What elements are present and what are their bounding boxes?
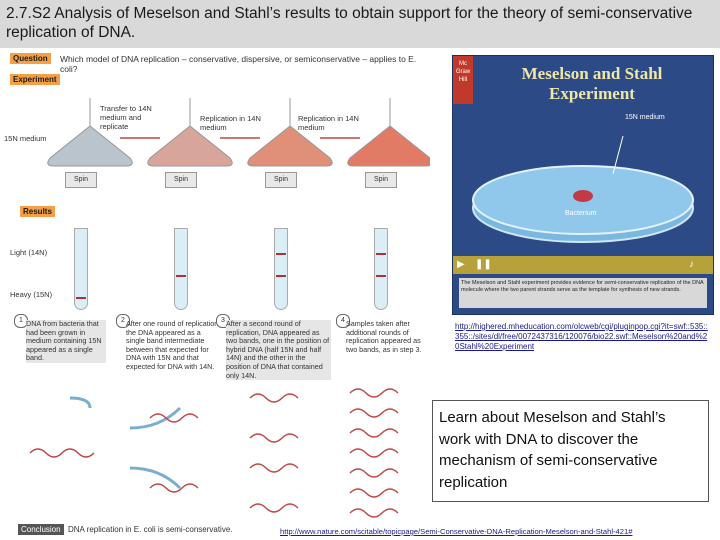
petri-dish xyxy=(472,135,694,243)
animation-link[interactable]: http://highered.mheducation.com/olcweb/c… xyxy=(455,322,708,351)
tube-1 xyxy=(74,228,88,310)
animation-bacterium-label: Bacterium xyxy=(565,210,597,217)
audio-icon[interactable]: ♪ xyxy=(689,259,694,270)
pause-icon[interactable]: ❚❚ xyxy=(475,259,492,270)
step-text-3: After a second round of replication, DNA… xyxy=(226,319,331,381)
animation-title: Meselson and Stahl Experiment xyxy=(521,64,663,103)
animation-controls[interactable]: ▶ ❚❚ ♪ xyxy=(453,256,713,274)
spin-button-3: Spin xyxy=(265,172,297,188)
step-text-1: DNA from bacteria that had been grown in… xyxy=(26,319,106,363)
animation-medium-label: 15N medium xyxy=(625,114,665,121)
conclusion-text: DNA replication in E. coli is semi-conse… xyxy=(68,525,233,534)
light-label: Light (14N) xyxy=(10,248,48,257)
spin-button-2: Spin xyxy=(165,172,197,188)
flask-3 xyxy=(247,98,333,167)
replication-label-2: Replication in 14N medium xyxy=(298,114,359,132)
play-icon[interactable]: ▶ xyxy=(457,259,465,270)
step-number-2: 2 xyxy=(116,314,130,328)
nature-link[interactable]: http://www.nature.com/scitable/topicpage… xyxy=(280,527,633,536)
question-tag: Question xyxy=(10,53,51,64)
replication-label-1: Replication in 14N medium xyxy=(200,114,261,132)
description-text: Learn about Meselson and Stahl’s work wi… xyxy=(439,409,666,491)
slide-title: 2.7.S2 Analysis of Meselson and Stahl’s … xyxy=(6,5,693,41)
tube-4 xyxy=(374,228,388,310)
flask-4 xyxy=(347,98,430,167)
bacterium-icon xyxy=(573,190,593,202)
description-box: Learn about Meselson and Stahl’s work wi… xyxy=(432,400,709,502)
spin-button-1: Spin xyxy=(65,172,97,188)
mcgraw-hill-logo: Mc Graw Hill xyxy=(453,56,473,104)
dna-helices xyxy=(29,388,399,518)
conclusion-tag: Conclusion xyxy=(18,524,64,535)
tube-3 xyxy=(274,228,288,310)
experiment-tag: Experiment xyxy=(10,74,60,85)
title-bar: 2.7.S2 Analysis of Meselson and Stahl’s … xyxy=(0,0,720,48)
tube-2 xyxy=(174,228,188,310)
n15-medium-label: 15N medium xyxy=(4,134,47,143)
experiment-drawing xyxy=(29,98,430,518)
step-text-2: After one round of replication, the DNA … xyxy=(126,319,221,371)
step-number-4: 4 xyxy=(336,314,350,328)
spin-button-4: Spin xyxy=(365,172,397,188)
question-text: Which model of DNA replication – conserv… xyxy=(60,54,417,74)
flask-2 xyxy=(147,98,233,167)
results-tag: Results xyxy=(20,206,55,217)
animation-caption: The Meselson and Stahl experiment provid… xyxy=(459,278,707,308)
step-text-4: Samples taken after additional rounds of… xyxy=(346,319,422,354)
transfer-label: Transfer to 14N medium and replicate xyxy=(100,104,152,131)
animation-screenshot[interactable]: Mc Graw Hill Meselson and Stahl Experime… xyxy=(452,55,714,315)
flask-1 xyxy=(47,98,133,167)
meselson-stahl-figure: Question Which model of DNA replication … xyxy=(4,48,430,540)
heavy-label: Heavy (15N) xyxy=(10,290,53,299)
